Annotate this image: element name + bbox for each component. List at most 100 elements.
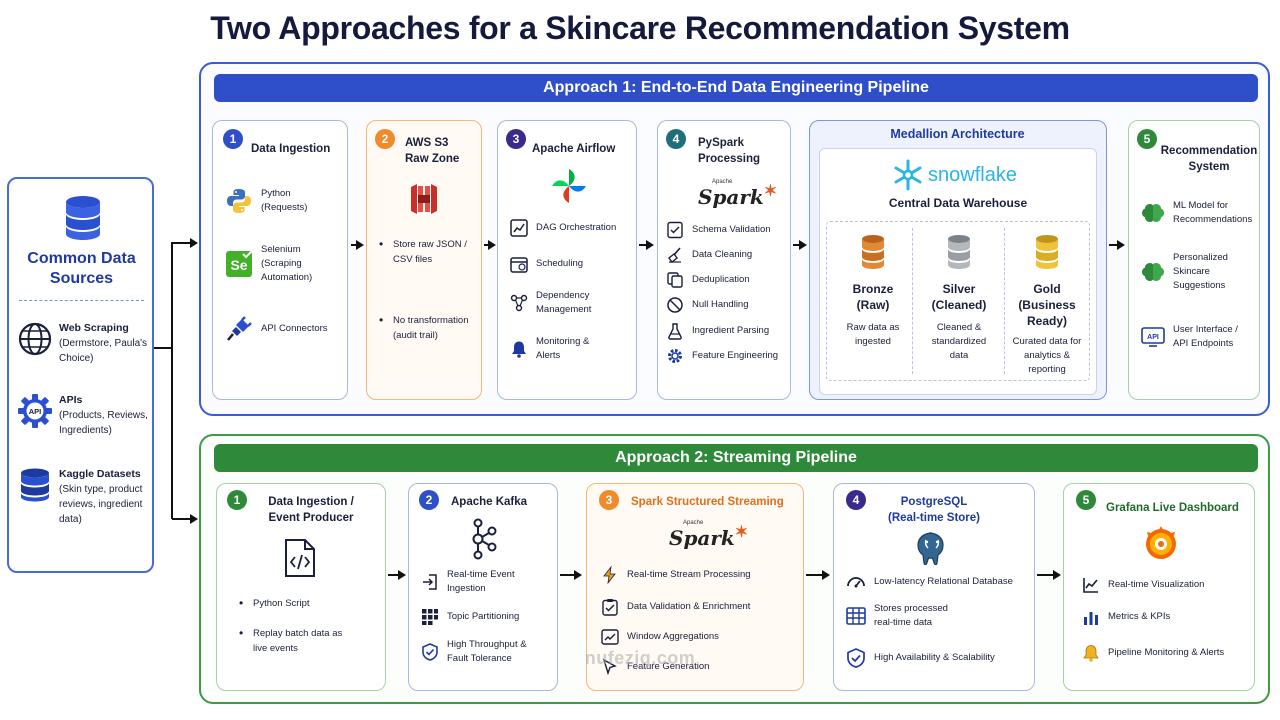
card-apache-airflow: 3 Apache Airflow DAG Orchestration Sched… bbox=[497, 120, 637, 400]
tier-silver: Silver (Cleaned) Cleaned & standardized … bbox=[913, 222, 1005, 363]
item-feature-generation: Feature Generation bbox=[601, 658, 801, 676]
page-title: Two Approaches for a Skincare Recommenda… bbox=[210, 10, 1070, 46]
approach-2-panel: Approach 2: Streaming Pipeline 1 Data In… bbox=[199, 434, 1270, 704]
source-detail: (Skin type, product reviews, ingredient … bbox=[59, 484, 143, 525]
spark-logo-small: Apache bbox=[683, 520, 704, 526]
tiers-box: Bronze (Raw) Raw data as ingested Silver… bbox=[826, 221, 1090, 381]
item-high-throughput: High Throughput & Fault Tolerance bbox=[421, 638, 557, 666]
item-window-aggregations: Window Aggregations bbox=[601, 628, 801, 646]
step-badge: 2 bbox=[419, 490, 439, 510]
arrow bbox=[1109, 240, 1125, 250]
step-badge: 5 bbox=[1076, 490, 1096, 510]
bullet-item: Replay batch data as live events bbox=[239, 626, 353, 656]
card-aws-s3: 2 AWS S3 Raw Zone Store raw JSON / CSV f… bbox=[366, 120, 482, 400]
card-medallion-architecture: Medallion Architecture snowflake Central… bbox=[809, 120, 1107, 400]
card-title: Recommendation System bbox=[1160, 145, 1258, 173]
bullet-item: Store raw JSON / CSV files bbox=[379, 237, 473, 267]
approach-1-banner: Approach 1: End-to-End Data Engineering … bbox=[214, 74, 1258, 102]
item-label: Feature Generation bbox=[627, 661, 710, 672]
watermark: nufezig.com bbox=[584, 648, 696, 668]
bullet-item: Python Script bbox=[239, 596, 373, 611]
item-python: Python (Requests) bbox=[225, 187, 345, 215]
chart-icon bbox=[510, 219, 528, 237]
item-null-handling: Null Handling bbox=[666, 296, 790, 314]
item-label: Null Handling bbox=[692, 299, 749, 310]
bar-chart-icon bbox=[1084, 612, 1098, 625]
bullet-item: No transformation (audit trail) bbox=[379, 313, 473, 343]
item-selenium: Se Selenium (Scraping Automation) bbox=[225, 243, 345, 285]
code-file-icon bbox=[285, 539, 315, 577]
card-title: AWS S3 Raw Zone bbox=[405, 137, 460, 165]
database-icon bbox=[21, 468, 49, 502]
gold-database-icon bbox=[1036, 235, 1058, 269]
grid-icon bbox=[422, 609, 438, 625]
card-title: PySpark Processing bbox=[698, 137, 760, 165]
item-label: Monitoring & Alerts bbox=[536, 336, 590, 361]
tier-gold: Gold (Business Ready) Curated data for a… bbox=[1001, 222, 1093, 377]
arrow bbox=[388, 570, 406, 580]
copy-icon bbox=[667, 272, 683, 288]
shield-check-icon bbox=[422, 643, 438, 661]
item-label: API Connectors bbox=[261, 323, 328, 334]
lightning-icon bbox=[603, 566, 616, 584]
spark-logo-small: Apache bbox=[712, 179, 733, 185]
arrow bbox=[351, 240, 364, 250]
item-dependency-management: Dependency Management bbox=[510, 289, 636, 317]
item-label: Deduplication bbox=[692, 274, 750, 285]
checklist-icon bbox=[667, 221, 683, 239]
arrow bbox=[560, 570, 582, 580]
selenium-icon: Se bbox=[226, 251, 252, 277]
card-title: Data Ingestion bbox=[251, 143, 331, 155]
item-scheduling: Scheduling bbox=[510, 255, 636, 273]
item-label: Personalized Skincare Suggestions bbox=[1173, 252, 1228, 291]
item-label: Ingredient Parsing bbox=[692, 325, 770, 336]
item-deduplication: Deduplication bbox=[666, 271, 790, 289]
item-label: Metrics & KPIs bbox=[1108, 611, 1171, 622]
source-name: Kaggle Datasets bbox=[59, 468, 141, 480]
tier-bronze: Bronze (Raw) Raw data as ingested bbox=[827, 222, 919, 349]
step-badge: 3 bbox=[506, 129, 526, 149]
item-label: High Availability & Scalability bbox=[874, 652, 995, 663]
tier-desc: Raw data as ingested bbox=[846, 322, 900, 347]
item-label: Data Cleaning bbox=[692, 249, 753, 260]
step-badge: 4 bbox=[846, 490, 866, 510]
tier-divider bbox=[912, 228, 913, 374]
gear-icon bbox=[668, 349, 682, 363]
arrow bbox=[639, 240, 654, 250]
arrow bbox=[793, 240, 807, 250]
item-feature-engineering: Feature Engineering bbox=[666, 347, 790, 365]
item-label: ML Model for Recommendations bbox=[1173, 200, 1253, 225]
item-schema-validation: Schema Validation bbox=[666, 221, 790, 239]
item-label: Feature Engineering bbox=[692, 350, 779, 361]
item-label: Pipeline Monitoring & Alerts bbox=[1108, 647, 1225, 658]
card-title: Spark Structured Streaming bbox=[631, 496, 784, 508]
common-data-sources-panel: Common Data Sources Web Scraping(Dermsto… bbox=[7, 177, 154, 573]
item-data-cleaning: Data Cleaning bbox=[666, 246, 790, 264]
item-dag-orchestration: DAG Orchestration bbox=[510, 219, 636, 237]
source-apis: API APIs(Products, Reviews, Ingredients) bbox=[17, 393, 157, 438]
warehouse-label: Central Data Warehouse bbox=[888, 196, 1028, 210]
spark-logo-text: Spark bbox=[669, 526, 735, 550]
calendar-icon bbox=[510, 257, 528, 273]
step-badge: 2 bbox=[375, 129, 395, 149]
item-api-connectors: API Connectors bbox=[225, 315, 345, 343]
step-badge: 5 bbox=[1137, 129, 1157, 149]
card-title: PostgreSQL (Real-time Store) bbox=[887, 496, 981, 524]
api-monitor-icon: API bbox=[1141, 327, 1165, 347]
item-label: Python (Requests) bbox=[261, 188, 308, 213]
item-label: Scheduling bbox=[536, 258, 584, 269]
card-title: Grafana Live Dashboard bbox=[1106, 502, 1239, 514]
tier-name: Bronze (Raw) bbox=[852, 282, 894, 312]
card-apache-kafka: 2 Apache Kafka Real-time Event Ingestion… bbox=[408, 483, 558, 691]
snowflake-brand: snowflake bbox=[928, 163, 1017, 186]
item-ml-model: ML Model for Recommendations bbox=[1141, 199, 1257, 227]
login-icon bbox=[423, 574, 437, 590]
source-name: Web Scraping bbox=[59, 322, 129, 334]
item-event-ingestion: Real-time Event Ingestion bbox=[421, 568, 557, 596]
item-user-interface: API User Interface / API Endpoints bbox=[1141, 323, 1257, 351]
svg-text:Se: Se bbox=[230, 257, 247, 273]
card-grafana-dashboard: 5 Grafana Live Dashboard Real-time Visua… bbox=[1063, 483, 1255, 691]
step-badge: 3 bbox=[599, 490, 619, 510]
item-data-validation: Data Validation & Enrichment bbox=[601, 598, 801, 616]
